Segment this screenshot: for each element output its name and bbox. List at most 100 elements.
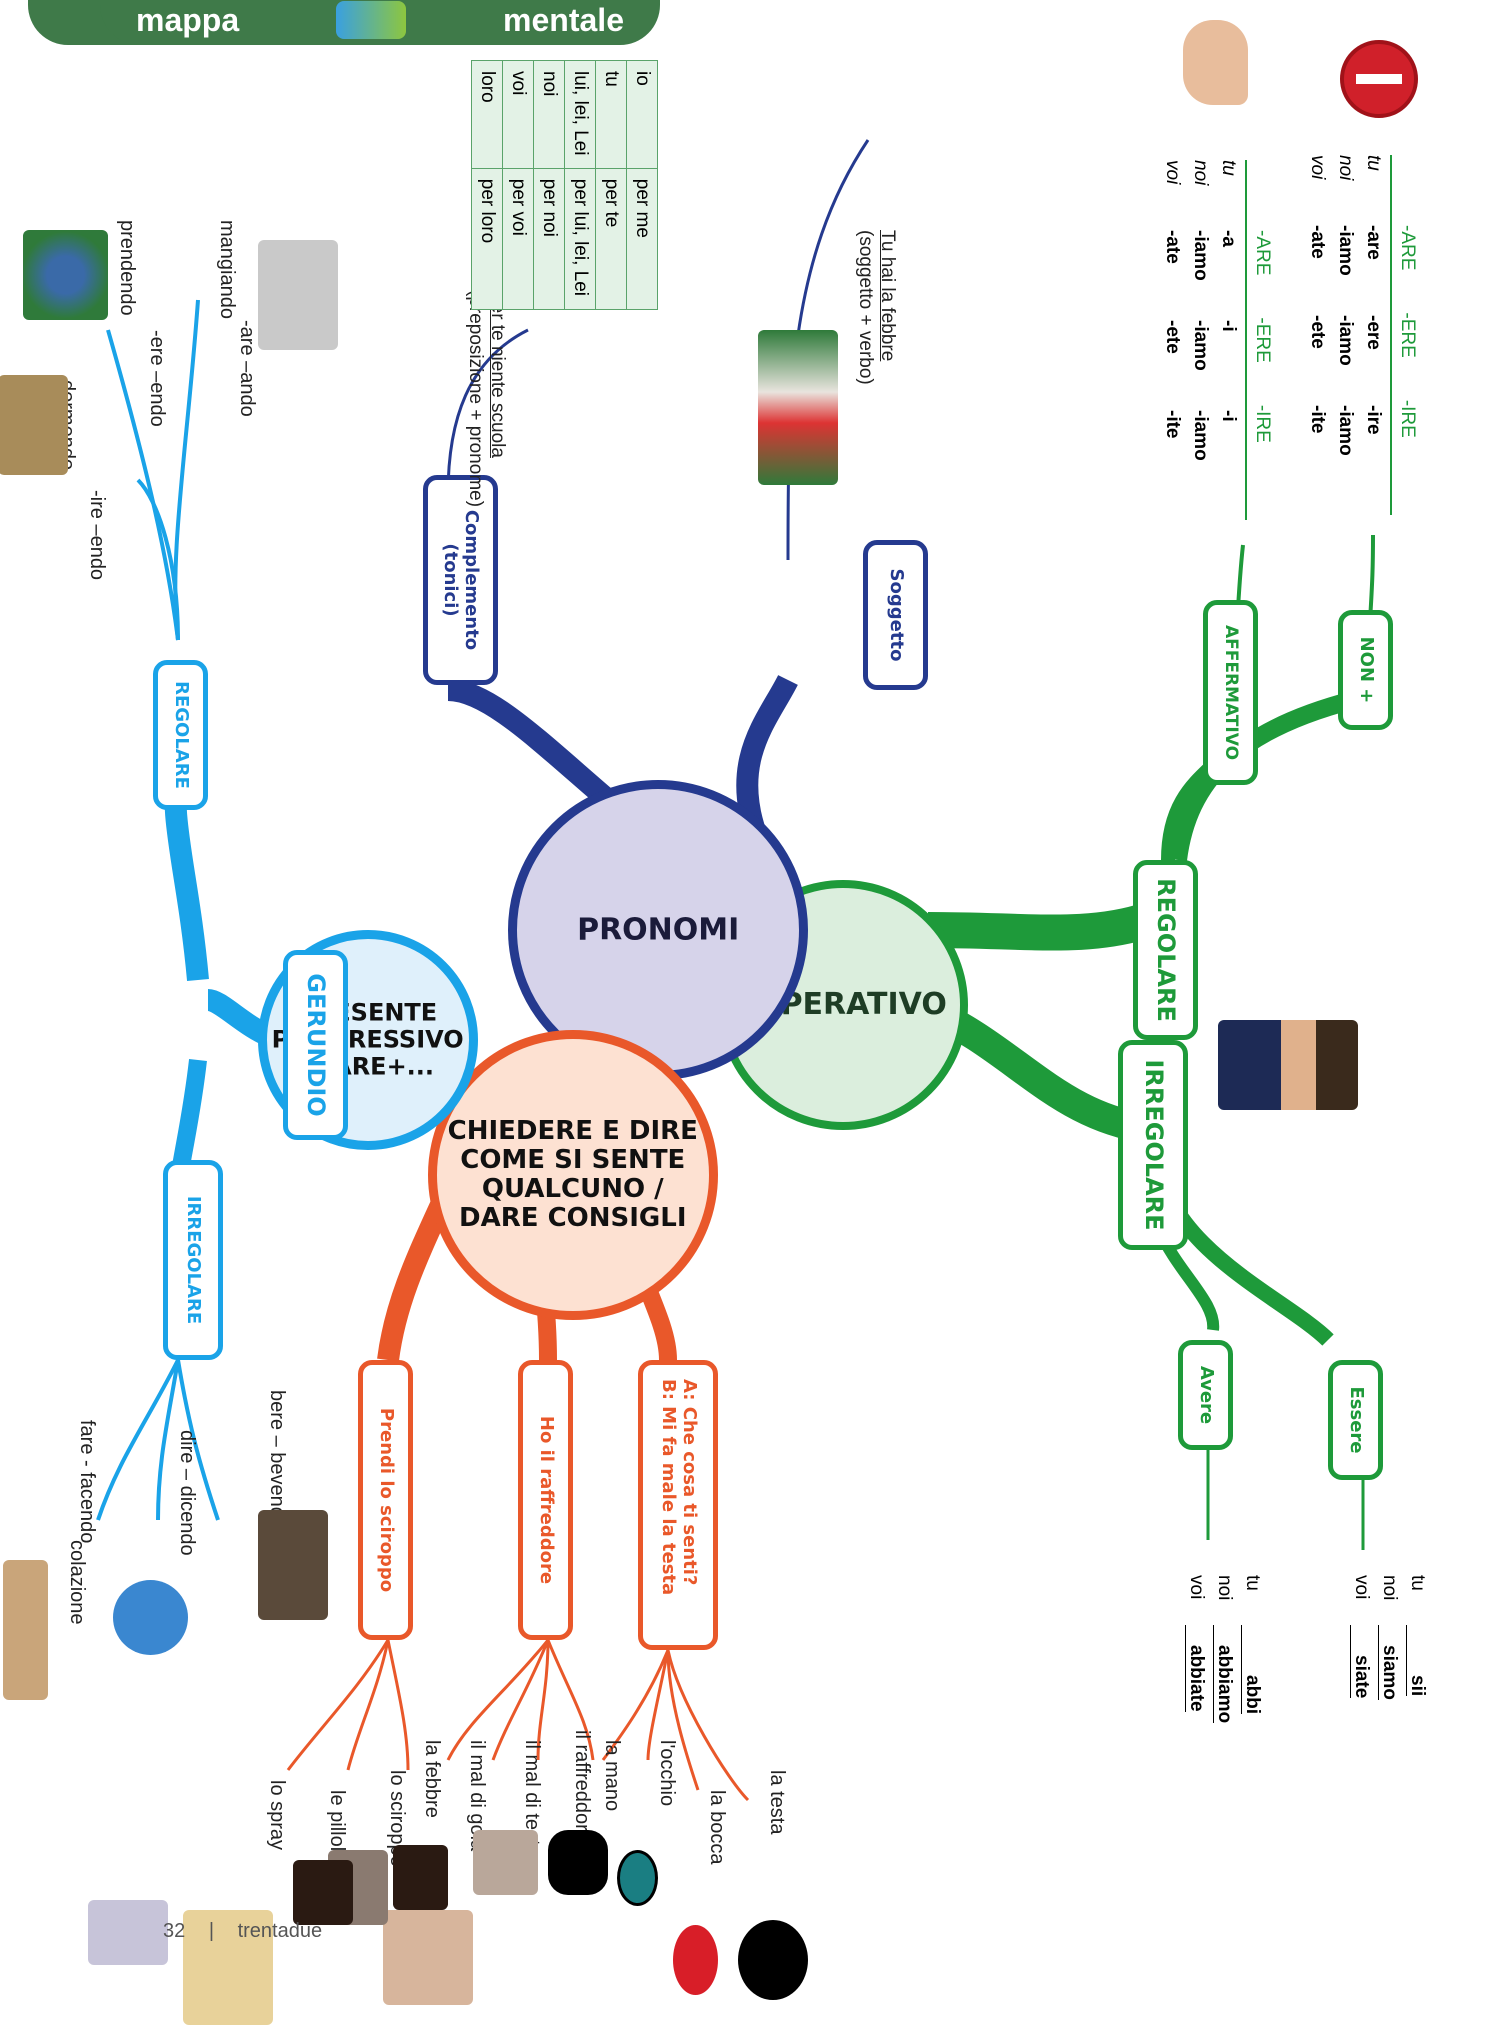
avere-form-row: tuabbi [1241,1575,1263,1723]
branch-regolare-rules [173,299,200,641]
avere-form-row: noiabbiamo [1213,1575,1235,1724]
essere-form-row: tusii [1406,1575,1428,1700]
aff-row: noi -iamo -iamo -iamo [1189,160,1211,520]
neg-headers: -ARE -ERE -IRE [1396,155,1418,515]
syrup-image [293,1860,353,1925]
branch-sciroppo-leaves-3 [286,1639,390,1771]
earth-hands-image [23,230,108,320]
page-separator: | [208,1920,215,1942]
essere-form-row: noisiamo [1378,1575,1400,1700]
imperativo-regolare-label: REGOLARE [1152,878,1181,1022]
mouth-icon [673,1925,718,1995]
aff-headers: -ARE -ERE -IRE [1251,160,1273,520]
branch-raffreddore-leaves-4 [446,1639,550,1761]
soggetto-example: Tu hai la febbre (soggetto + verbo) [854,230,898,385]
aff-row-pronoun: voi [1162,160,1183,185]
aff-form: -a [1218,230,1239,247]
pronoun-cell: noi [533,60,565,169]
neg-form: -iamo [1335,225,1356,276]
are-rule: -are –ando [236,320,258,417]
aff-form: -ate [1162,230,1183,264]
imperativo-negative-table: -ARE -ERE -IRE tu -are -ere -ire noi -ia… [1306,155,1418,515]
avere-form-row: voiabbiate [1185,1575,1207,1723]
header-title-left-text: mappa [136,2,240,38]
dialog-question: A: Che cosa ti senti? [678,1379,700,1586]
essere-forms: tusii noisiamo voi siate [1350,1575,1428,1700]
avere-box: Avere [1178,1340,1233,1450]
soggetto-box: Soggetto [863,540,928,690]
eye-icon [617,1850,658,1906]
thinking-man-image [1218,1020,1358,1110]
complemento-sublabel: (tonici) [440,543,462,617]
medicine-label: lo spray [266,1780,288,1851]
neg-form: -ire [1363,405,1384,435]
neg-row-pronoun: noi [1335,155,1356,181]
pronoun-cell: per lui, lei, Lei [564,168,596,310]
neg-row: noi -iamo -iamo -iamo [1334,155,1356,515]
aff-form: -iamo [1190,320,1211,371]
page-number: 32 [163,1920,186,1942]
essere-pronoun: voi [1351,1575,1372,1600]
eating-image [258,240,338,350]
imperativo-affirmative-table: -ARE -ERE -IRE tu -a -i -i noi -iamo -ia… [1161,160,1273,520]
aff-row-pronoun: noi [1190,160,1211,186]
aff-form: -iamo [1190,230,1211,281]
mangiando-label: mangiando [216,220,238,319]
pronoun-cell: per noi [533,168,565,310]
affermativo-box: AFFERMATIVO [1203,600,1258,785]
headache-image [383,1910,473,2005]
sciroppo-label: Prendi lo sciroppo [375,1407,397,1593]
essere-box: Essere [1328,1360,1383,1480]
aff-form: -ite [1162,410,1183,439]
gerundio-regolare-label: REGOLARE [170,681,192,789]
neg-row: voi -ate -ete -ite [1306,155,1328,515]
raffreddore-label: Ho il raffreddore [535,1415,557,1585]
stop-sign-icon [1340,40,1418,118]
gerundio-irregolare-box: IRREGOLARE [163,1160,223,1360]
neg-form: -ite [1307,405,1328,434]
affermativo-label: AFFERMATIVO [1221,624,1242,761]
page-word: trentadue [237,1920,323,1942]
neg-form: -are [1363,225,1384,260]
neg-form: -ate [1307,225,1328,259]
essere-form: siate [1350,1625,1372,1699]
pronomi-label: PRONOMI [576,912,740,948]
sore-throat-image [393,1845,448,1910]
header-bar: mappa mentale [100,0,660,45]
complemento-example-note: (preposizione + pronome) [465,290,486,508]
body-part-label: la mano [601,1740,623,1812]
branch-regolare-rules-3 [136,478,180,641]
aff-form: -iamo [1190,410,1211,461]
speech-bubble-icon [113,1580,188,1655]
neg-form: -ete [1307,315,1328,349]
branch-sciroppo-leaves [386,1639,410,1771]
imperativo-irregolare-box: IRREGOLARE [1118,1040,1188,1250]
neg-row-pronoun: voi [1307,155,1328,180]
pronoun-cell: voi [502,60,534,169]
pronoun-cell: io [626,60,658,169]
aff-form: -i [1218,410,1239,422]
chiedere-line-1: CHIEDERE E DIRE [447,1115,699,1146]
pronoun-cell: lui, lei, Lei [564,60,596,169]
non-box: NON + [1338,610,1393,730]
aff-form: -ete [1162,320,1183,354]
pronoun-cell: per me [626,168,658,310]
soggetto-example-note: (soggetto + verbo) [855,230,876,385]
chiedere-line-2: COME SI SENTE [460,1144,686,1175]
soggetto-label: Soggetto [885,568,907,662]
ire-rule: -ire –endo [86,490,108,581]
aff-header-are: -ARE [1252,230,1273,276]
essere-form: sii [1406,1625,1428,1697]
neg-form: -iamo [1335,315,1356,366]
neg-header-ire: -IRE [1397,399,1418,438]
colazione-label: colazione [66,1540,88,1625]
branch-irregolare-verbs-2 [156,1359,180,1521]
header-title-right-text: mentale [503,2,624,38]
ere-rule: -ere –endo [146,330,168,427]
raffreddore-box: Ho il raffreddore [518,1360,573,1640]
sciroppo-box: Prendi lo sciroppo [358,1360,413,1640]
imperativo-regolare-box: REGOLARE [1133,860,1198,1040]
